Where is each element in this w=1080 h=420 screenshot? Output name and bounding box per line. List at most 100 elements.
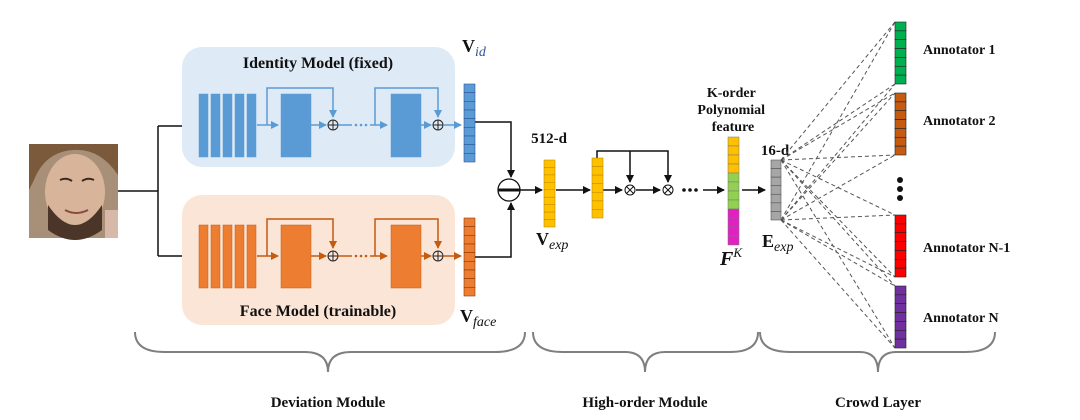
continuation-dot bbox=[359, 254, 363, 258]
vector-cell bbox=[463, 287, 476, 297]
dashed-connection bbox=[780, 219, 896, 278]
vector-cell bbox=[894, 39, 907, 49]
dashed-connection bbox=[780, 92, 896, 221]
vector-cell bbox=[463, 92, 476, 102]
vector-cell bbox=[894, 101, 907, 112]
polynomial-segment-cell bbox=[727, 154, 740, 165]
face-vector-label: Vface bbox=[460, 306, 496, 330]
conv-layer bbox=[246, 93, 257, 158]
polynomial-segment-cell bbox=[727, 235, 740, 246]
polynomial-vector-label: FK bbox=[719, 245, 743, 270]
high-order-connections bbox=[520, 150, 766, 194]
module-braces bbox=[134, 331, 996, 373]
vector-cell bbox=[543, 219, 556, 228]
vector-cell bbox=[770, 168, 782, 178]
vector-cell bbox=[894, 57, 907, 67]
vector-cell bbox=[591, 166, 604, 176]
vector-cell bbox=[543, 196, 556, 205]
vector-cell bbox=[463, 252, 476, 262]
vector-cell bbox=[543, 167, 556, 176]
dashed-connection bbox=[780, 159, 896, 216]
dashed-connection bbox=[780, 83, 896, 161]
skip-connection bbox=[374, 87, 442, 125]
polynomial-segment-cell bbox=[727, 163, 740, 174]
vector-cell bbox=[894, 48, 907, 58]
vector-cell bbox=[543, 182, 556, 191]
dashed-connection bbox=[780, 219, 896, 349]
annotator-label-2: Annotator 2 bbox=[923, 114, 995, 129]
residual-network-layers bbox=[198, 218, 462, 289]
residual-block bbox=[280, 93, 312, 158]
add-operator-icon bbox=[432, 250, 444, 262]
dashed-connection bbox=[780, 159, 896, 349]
vector-cell bbox=[463, 153, 476, 163]
deviation-module-label: Deviation Module bbox=[271, 395, 386, 411]
vector-cell bbox=[463, 83, 476, 93]
conv-layer bbox=[234, 224, 245, 289]
vector-cell bbox=[770, 185, 782, 195]
deviation-connections bbox=[475, 121, 515, 258]
vector-cell bbox=[894, 241, 907, 251]
annotator-ellipsis bbox=[897, 177, 903, 201]
crowd-layer-brace bbox=[759, 331, 996, 373]
polynomial-segment-cell bbox=[727, 226, 740, 237]
residual-block bbox=[390, 224, 422, 289]
polynomial-segment-cell bbox=[727, 199, 740, 210]
vector-cell bbox=[894, 145, 907, 156]
multiply-operator-icon bbox=[624, 184, 636, 196]
annotator-1-vector bbox=[894, 21, 907, 85]
dashed-connection bbox=[780, 21, 896, 221]
high-order-module-brace bbox=[532, 331, 759, 373]
vector-cell bbox=[591, 174, 604, 185]
face-feature-vector bbox=[463, 217, 476, 297]
deviation-module-brace bbox=[134, 331, 526, 373]
skip-connection bbox=[266, 87, 337, 125]
conv-layer bbox=[210, 93, 221, 158]
multiply-operator-icon bbox=[662, 184, 674, 196]
add-operator-icon bbox=[327, 119, 339, 131]
polynomial-segment-cell bbox=[727, 172, 740, 183]
vector-cell bbox=[463, 109, 476, 119]
polynomial-segment-cell bbox=[727, 136, 740, 147]
continuation-dot bbox=[364, 123, 368, 127]
identity-vector-label: Vid bbox=[462, 36, 487, 60]
conv-layer bbox=[198, 93, 209, 158]
vector-cell bbox=[770, 202, 782, 212]
vector-cell bbox=[894, 223, 907, 234]
vector-cell bbox=[463, 127, 476, 137]
vector-cell bbox=[894, 214, 907, 225]
conv-layer bbox=[210, 224, 221, 289]
identity-model-title: Identity Model (fixed) bbox=[243, 55, 393, 72]
vector-cell bbox=[770, 176, 782, 187]
vector-cell bbox=[894, 110, 907, 120]
annotator-2-vector bbox=[894, 92, 907, 156]
polynomial-feature-vector bbox=[727, 136, 740, 246]
vector-cell bbox=[894, 128, 907, 138]
vector-cell bbox=[591, 157, 604, 167]
dashed-connection bbox=[780, 219, 896, 287]
residual-block bbox=[390, 93, 422, 158]
input-face-image bbox=[29, 144, 118, 240]
vector-cell bbox=[543, 211, 556, 220]
dashed-connection bbox=[780, 214, 896, 221]
embedding-vector-label: Eexp bbox=[762, 231, 793, 255]
crowd-connections bbox=[780, 21, 896, 349]
vector-cell bbox=[770, 193, 782, 204]
vector-cell bbox=[543, 159, 556, 168]
expression-dim-label: 512-d bbox=[531, 131, 567, 147]
vector-cell bbox=[894, 21, 907, 32]
dashed-connection bbox=[780, 159, 896, 278]
vector-cell bbox=[894, 65, 907, 76]
vector-cell bbox=[463, 135, 476, 145]
expression-vector-label: Vexp bbox=[536, 229, 568, 253]
dashed-connection bbox=[780, 21, 896, 161]
vector-cell bbox=[894, 258, 907, 269]
polynomial-segment-cell bbox=[727, 208, 740, 219]
vector-cell bbox=[463, 217, 476, 227]
intermediate-feature-vector bbox=[591, 157, 604, 219]
vector-cell bbox=[591, 191, 604, 202]
vector-cell bbox=[894, 30, 907, 41]
dashed-connection bbox=[780, 154, 896, 161]
vector-cell bbox=[463, 261, 476, 271]
